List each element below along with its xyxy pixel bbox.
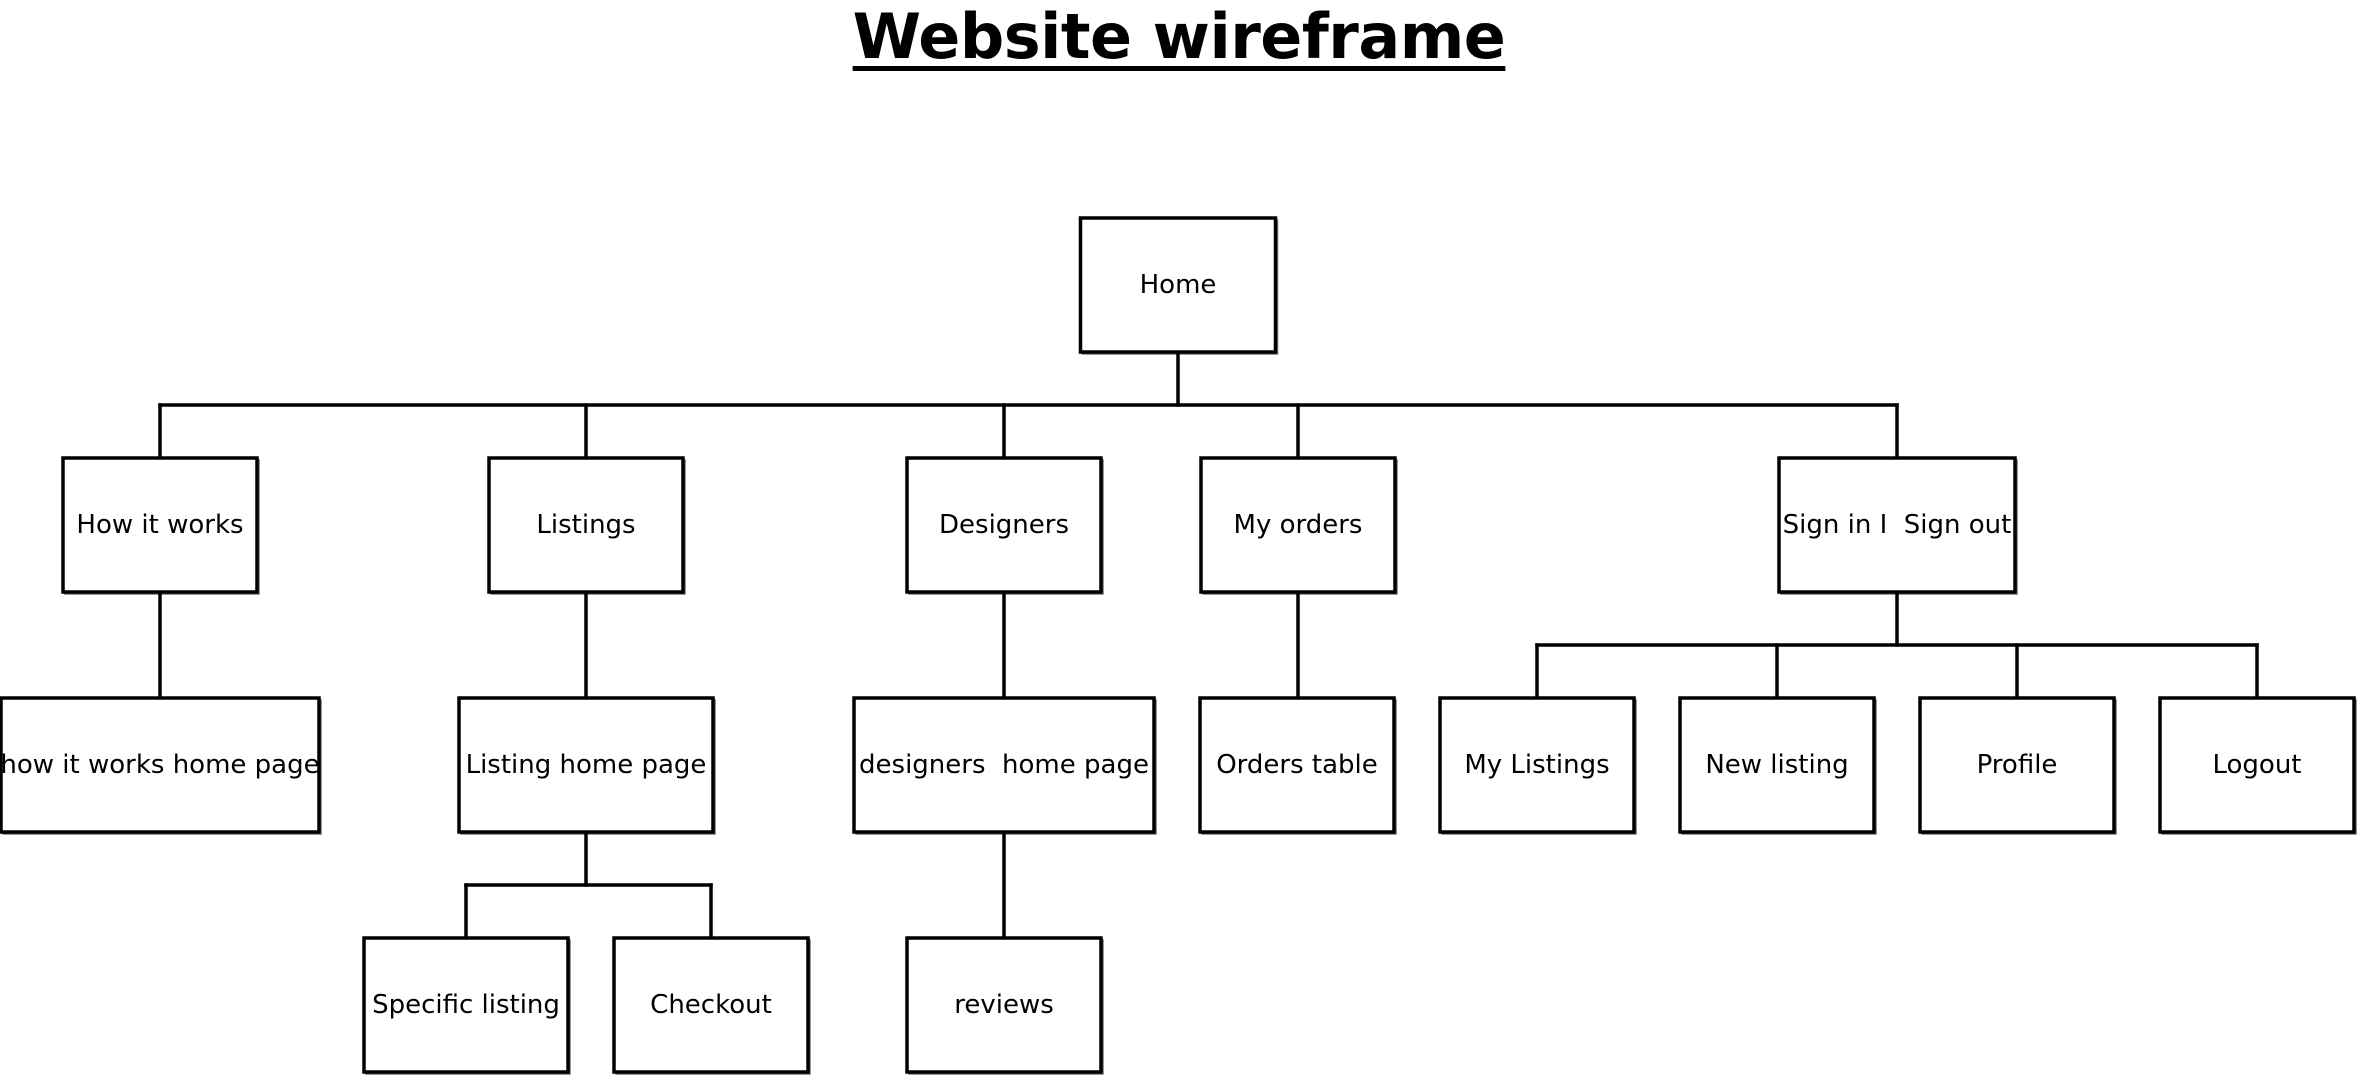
node-label: Orders table (1216, 750, 1378, 780)
node-label: New listing (1705, 750, 1848, 780)
node-box (1078, 216, 1278, 354)
node-label: designers home page (859, 750, 1149, 780)
node-sign-in-sign-out: Sign in I Sign out (1777, 456, 2018, 595)
node-box (1438, 696, 1636, 834)
node-label: Profile (1977, 750, 2058, 780)
node-box (2158, 696, 2356, 834)
node-my-orders: My orders (1199, 456, 1398, 595)
node-label: My Listings (1464, 750, 1609, 780)
node-box (905, 936, 1103, 1074)
node-label: Home (1140, 270, 1217, 300)
node-how-it-works-home-page: how it works home page (0, 696, 322, 835)
node-designers-home-page: designers home page (852, 696, 1157, 835)
node-box (1918, 696, 2116, 834)
node-box (487, 456, 685, 594)
node-logout: Logout (2158, 696, 2357, 835)
node-profile: Profile (1918, 696, 2117, 835)
node-label: Listing home page (466, 750, 707, 780)
node-label: Specific listing (372, 990, 560, 1020)
node-label: how it works home page (0, 750, 319, 780)
node-box (612, 936, 810, 1074)
node-label: Listings (536, 510, 635, 540)
node-my-listings: My Listings (1438, 696, 1637, 835)
node-how-it-works: How it works (61, 456, 260, 595)
node-label: Designers (939, 510, 1069, 540)
node-specific-listing: Specific listing (362, 936, 571, 1075)
node-new-listing: New listing (1678, 696, 1877, 835)
node-designers: Designers (905, 456, 1104, 595)
node-label: Checkout (650, 990, 772, 1020)
node-box (0, 696, 321, 834)
node-box (1777, 456, 2017, 594)
node-box (61, 456, 259, 594)
node-box (457, 696, 715, 834)
node-box (1198, 696, 1396, 834)
node-listing-home-page: Listing home page (457, 696, 716, 835)
node-reviews: reviews (905, 936, 1104, 1075)
node-label: Sign in I Sign out (1783, 510, 2012, 540)
node-label: Logout (2212, 750, 2301, 780)
node-orders-table: Orders table (1198, 696, 1397, 835)
node-listings: Listings (487, 456, 686, 595)
node-box (1199, 456, 1397, 594)
node-checkout: Checkout (612, 936, 811, 1075)
node-home: Home (1078, 216, 1279, 355)
diagram-title: Website wireframe (852, 0, 1506, 73)
node-box (362, 936, 570, 1074)
node-box (905, 456, 1103, 594)
node-label: My orders (1234, 510, 1363, 540)
node-label: reviews (954, 990, 1054, 1020)
node-label: How it works (76, 510, 243, 540)
node-box (852, 696, 1156, 834)
node-box (1678, 696, 1876, 834)
connector-lines (158, 350, 2259, 940)
